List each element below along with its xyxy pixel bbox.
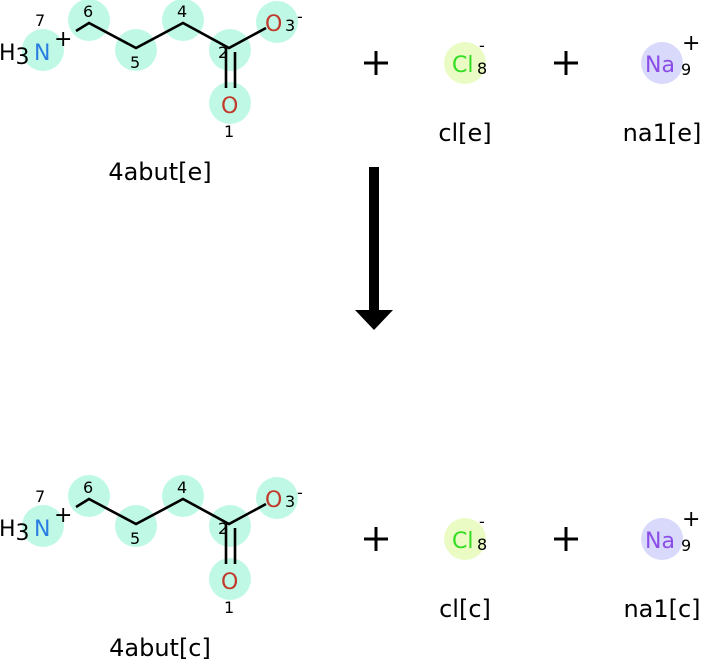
h3-label: H3: [0, 517, 30, 546]
atom-number: 7: [35, 11, 45, 30]
atom-highlight: [209, 505, 251, 547]
atom-number: 1: [224, 122, 234, 141]
sodium-label: na1[e]: [623, 119, 702, 147]
atom-number: 8: [477, 59, 487, 78]
atom-highlight: [115, 505, 157, 547]
atom-highlight: [641, 518, 683, 560]
atom-number: 7: [35, 487, 45, 506]
atom-number: 6: [83, 2, 93, 21]
sodium-ion: Na 9 + na1[c]: [623, 507, 700, 623]
carbon-chain-bonds: [75, 21, 267, 50]
atom-number: 4: [177, 478, 187, 497]
na-charge: +: [682, 31, 700, 56]
oxygen-atom-1: O: [221, 570, 238, 595]
atom-highlight: [162, 475, 204, 517]
atom-number: 9: [681, 536, 691, 555]
plus-sign: [364, 51, 388, 75]
molecule-4abut: H3 N + 7 6 5 4 2 O 3 - O 1 4abut[c]: [0, 475, 303, 661]
atom-highlight: [444, 518, 486, 560]
o-charge: -: [297, 483, 303, 502]
atom-highlight: [162, 0, 204, 41]
atom-highlight: [256, 477, 298, 519]
atom-highlight: [22, 29, 64, 71]
atom-highlight: [209, 82, 251, 124]
atom-number: 2: [218, 43, 228, 62]
atom-number: 5: [130, 529, 140, 548]
n-charge: +: [54, 503, 72, 528]
atom-number: 9: [681, 60, 691, 79]
chlorine-atom: Cl: [452, 53, 473, 78]
sodium-ion: Na 9 + na1[e]: [623, 31, 702, 147]
atom-highlight: [641, 42, 683, 84]
h3-label: H3: [0, 41, 30, 70]
atom-number: 3: [285, 16, 295, 35]
reactants-side: H3 N + 7 6 5 4 2 O 3 - O 1 4abut[e] Cl 8…: [0, 0, 701, 186]
atom-highlight: [444, 42, 486, 84]
sodium-label: na1[c]: [623, 595, 700, 623]
atom-number: 2: [218, 519, 228, 538]
chlorine-atom: Cl: [452, 529, 473, 554]
atom-number: 8: [477, 535, 487, 554]
atom-number: 3: [285, 492, 295, 511]
atom-number: 4: [177, 2, 187, 21]
molecule-4abut: H3 N + 7 6 5 4 2 O 3 - O 1 4abut[e]: [0, 0, 303, 186]
chloride-ion: Cl 8 - cl[e]: [438, 36, 491, 147]
atom-highlight: [115, 29, 157, 71]
molecule-label: 4abut[e]: [108, 158, 211, 186]
atom-number: 1: [224, 598, 234, 617]
chloride-ion: Cl 8 - cl[c]: [439, 512, 491, 623]
molecule-label: 4abut[c]: [109, 634, 211, 661]
nitrogen-atom: N: [34, 517, 50, 542]
plus-sign: [364, 527, 388, 551]
sodium-atom: Na: [645, 53, 675, 78]
carbon-chain-bonds: [75, 497, 267, 526]
atom-highlight: [256, 1, 298, 43]
atom-highlight: [209, 558, 251, 600]
o-charge: -: [297, 7, 303, 26]
atom-highlight: [22, 505, 64, 547]
oxygen-atom-3: O: [265, 488, 282, 513]
atom-highlight: [209, 29, 251, 71]
cl-charge: -: [479, 512, 485, 531]
chloride-label: cl[e]: [438, 119, 491, 147]
atom-number: 5: [130, 53, 140, 72]
plus-sign: [554, 51, 578, 75]
oxygen-atom-1: O: [221, 94, 238, 119]
reaction-arrow: [355, 167, 393, 330]
chloride-label: cl[c]: [439, 595, 491, 623]
na-charge: +: [682, 507, 700, 532]
cl-charge: -: [479, 36, 485, 55]
sodium-atom: Na: [645, 529, 675, 554]
plus-sign: [554, 527, 578, 551]
oxygen-atom-3: O: [265, 12, 282, 37]
atom-number: 6: [83, 478, 93, 497]
n-charge: +: [54, 27, 72, 52]
nitrogen-atom: N: [34, 41, 50, 66]
products-side: H3 N + 7 6 5 4 2 O 3 - O 1 4abut[c] Cl 8…: [0, 475, 701, 661]
